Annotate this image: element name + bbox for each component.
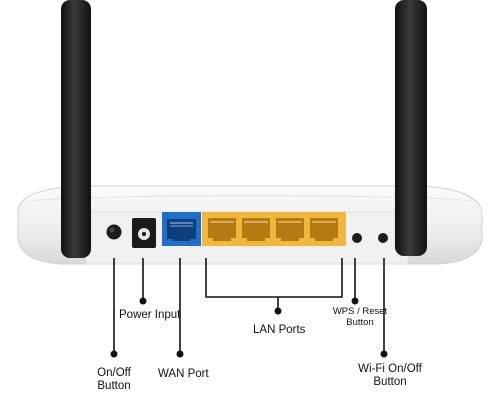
power-input-label: Power Input (119, 309, 181, 321)
wifi-onoff-button-label: Wi-Fi On/Off Button (350, 363, 430, 389)
wps-reset-label-line1: WPS / Reset (332, 306, 388, 317)
on-off-button-label: On/Off Button (84, 367, 144, 393)
power-input-jack (132, 218, 156, 248)
wan-port-label: WAN Port (158, 368, 209, 380)
wifi-onoff-label-line2: Button (373, 376, 407, 388)
on-off-label-line1: On/Off (97, 367, 131, 379)
on-off-button (106, 224, 122, 240)
on-off-label-line2: Button (97, 380, 131, 392)
wps-reset-button (352, 233, 362, 243)
wifi-onoff-label-line1: Wi-Fi On/Off (358, 363, 422, 375)
right-antenna (395, 0, 427, 256)
wps-reset-label-line2: Button (346, 317, 374, 328)
callout-lines (110, 258, 388, 358)
wps-reset-button-label: WPS / Reset Button (324, 306, 396, 328)
left-antenna (61, 0, 91, 258)
lan-ports-label: LAN Ports (253, 324, 306, 336)
lan-ports (202, 212, 346, 246)
wifi-onoff-button (378, 233, 388, 243)
wan-port (162, 212, 201, 246)
